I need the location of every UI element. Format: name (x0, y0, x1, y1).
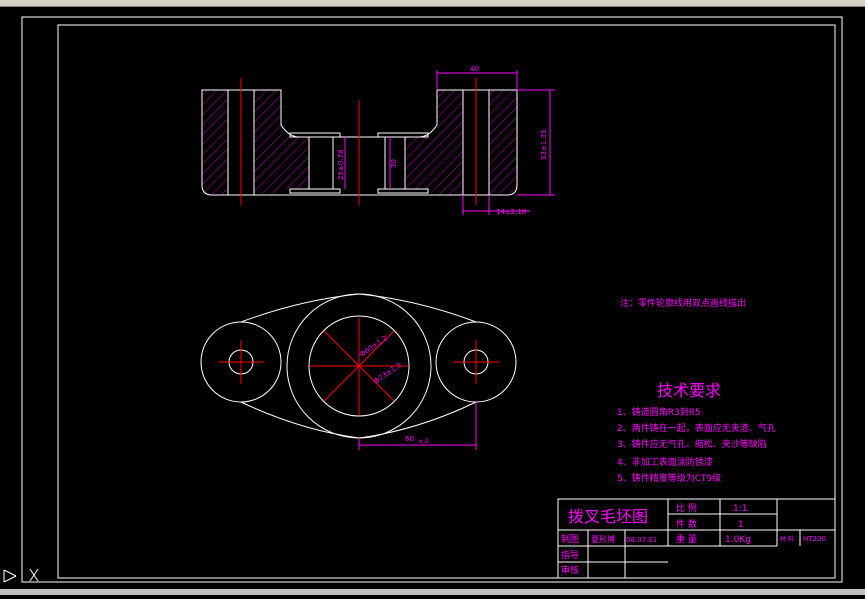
dim-center-dist: 60 (405, 435, 414, 443)
dim-bore-height: 30 (390, 159, 398, 168)
drawn-date: 08.07.01 (626, 536, 657, 544)
tech-item: 5、铸件精度等级为CT9级 (617, 472, 721, 484)
review-label: 审核 (561, 564, 579, 576)
dim-inner-height: 25±0.78 (337, 150, 345, 180)
tech-requirements-heading: 技术要求 (657, 381, 721, 400)
tech-item: 3、铸件应无气孔、缩松、夹沙等缺陷 (617, 438, 767, 450)
section-view (201, 78, 518, 205)
dim-center-dist-tol: ±.2 (418, 438, 429, 445)
note-text: 注：零件轮廓线用双点画线描出 (620, 297, 746, 309)
qty-label: 件 数 (676, 518, 697, 530)
dim-dia-outer: Φ73±1.3 (373, 361, 403, 386)
drawn-label: 制图 (561, 533, 579, 545)
dim-bottom-right: 14±2.18 (496, 208, 526, 216)
bottom-scroll-strip[interactable] (0, 589, 865, 595)
dim-right-height: 53±1.35 (540, 130, 548, 160)
title-block (557, 498, 836, 579)
guide-label: 指导 (561, 549, 579, 561)
tech-item: 2、两件铸在一起，表面应无夹渣、气孔 (617, 422, 776, 434)
plan-centerlines (218, 318, 499, 415)
ratio-label: 比 例 (676, 502, 697, 514)
ratio-value: 1:1 (733, 504, 747, 514)
dim-top-width: 40 (470, 65, 479, 73)
top-toolbar-strip (0, 0, 865, 6)
plan-dimension-text: Φ60±1.2 Φ73±1.3 60 ±.2 (359, 334, 429, 445)
plan-dimensions (358, 402, 477, 450)
material-value: HT200 (803, 535, 826, 543)
tech-requirements-list: 1、铸造圆角R3到R5 2、两件铸在一起，表面应无夹渣、气孔 3、铸件应无气孔、… (617, 406, 776, 484)
qty-value: 1 (738, 520, 744, 530)
section-dimension-text: 40 53±1.35 14±2.18 25±0.78 30 (337, 65, 548, 216)
inner-border (57, 24, 836, 579)
drawing-title: 拨叉毛坯图 (568, 507, 648, 526)
drawn-name: 夏彤博 (591, 534, 615, 544)
dim-dia-inner: Φ60±1.2 (359, 334, 389, 359)
top-toolbar-edge (0, 6, 865, 7)
outer-border (21, 16, 843, 583)
tech-item: 4、非加工表面涂防锈漆 (617, 456, 713, 468)
tech-item: 1、铸造圆角R3到R5 (617, 406, 701, 418)
material-label: 材 料 (780, 535, 794, 543)
ucs-icon (3, 568, 39, 583)
section-dimensions (344, 70, 555, 215)
weight-label: 重 量 (676, 533, 697, 545)
weight-value: 1.0Kg (725, 535, 751, 545)
